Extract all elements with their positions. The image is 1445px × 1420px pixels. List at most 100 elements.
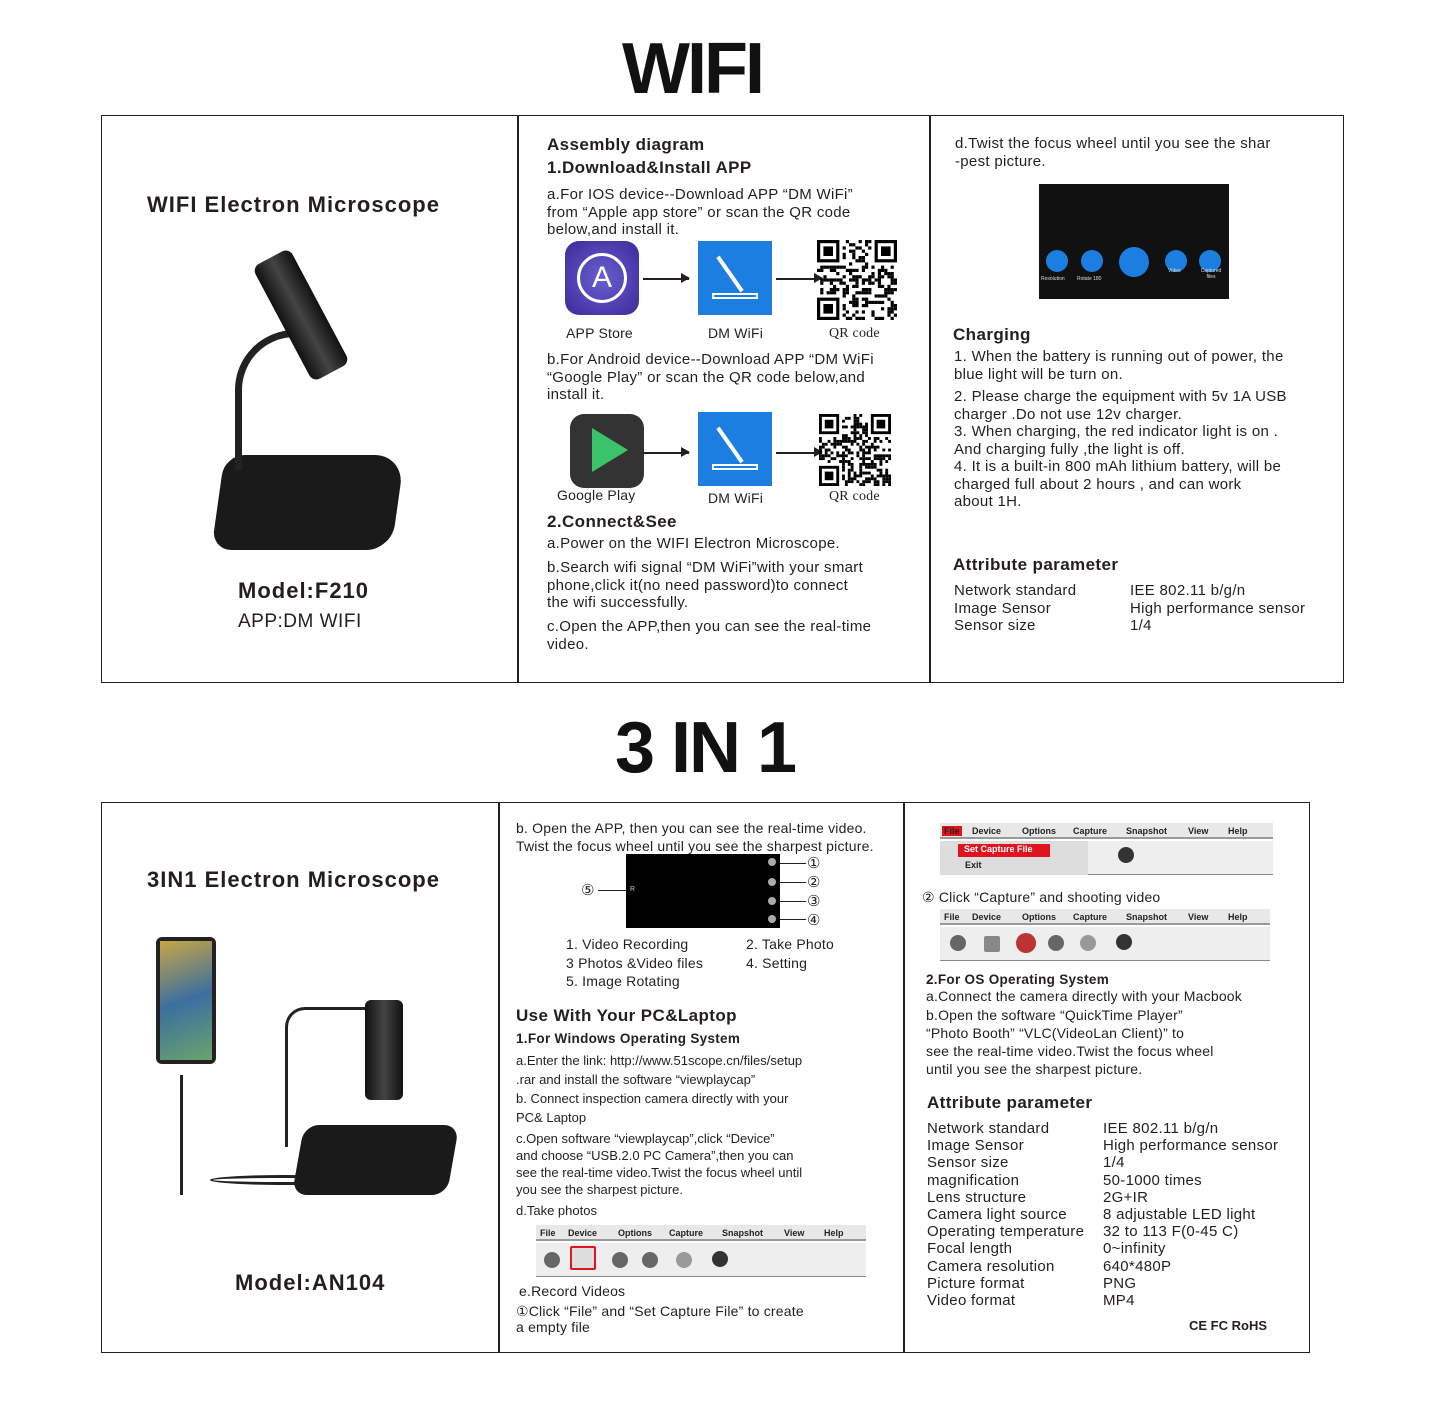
product-title: WIFI Electron Microscope [147,192,440,217]
attribute-value: High performance sensor [1130,599,1306,617]
attribute-name: Video format [927,1292,1016,1310]
menu-snapshot[interactable]: Snapshot [722,1228,764,1238]
attribute-name: magnification [927,1171,1020,1189]
attribute-name: Lens structure [927,1188,1027,1206]
menu-file[interactable]: File [942,826,962,836]
product-title: 3IN1 Electron Microscope [147,867,440,892]
google-play-icon [570,414,644,488]
attribute-name: Network standard [954,582,1077,599]
menu-capture[interactable]: Capture [1073,912,1108,922]
attribute-value: 1/4 [1130,617,1152,634]
attribute-row: Video format MP4 [927,1292,1278,1309]
microscope-image [210,240,410,560]
menu-snapshot[interactable]: Snapshot [1126,912,1168,922]
pc-heading: Use With Your PC&Laptop [516,1006,737,1025]
dm-wifi-icon [698,241,772,315]
app-screen-preview: Resolution Rotate 180 Video Captured fil… [1039,184,1229,299]
attribute-row: Image Sensor High performance sensor [954,600,1305,618]
captured-files-button: Captured files [1200,268,1222,280]
windows-step-d: d.Take photos [516,1203,597,1218]
menu-help[interactable]: Help [1228,912,1248,922]
menu-file[interactable]: File [944,912,960,922]
toolbar [940,927,1270,961]
attribute-name: Sensor size [927,1154,1009,1172]
wifi-section-title: WIFI [622,29,765,109]
app-intro: b. Open the APP, then you can see the re… [516,820,874,854]
qr-code-label: QR code [829,489,880,504]
ios-instructions: a.For IOS device--Download APP “DM WiFi”… [547,186,853,238]
attribute-row: Picture format PNG [927,1275,1278,1292]
attribute-value: 8 adjustable LED light [1103,1206,1256,1224]
menu-options[interactable]: Options [1022,826,1056,836]
menu-options[interactable]: Options [1022,912,1056,922]
os-step-b: b.Open the software “QuickTime Player” “… [926,1007,1214,1077]
divider [929,115,931,683]
download-heading: 1.Download&Install APP [547,158,752,177]
connect-step-c: c.Open the APP,then you can see the real… [547,618,872,653]
attribute-value: 0~infinity [1103,1240,1166,1258]
model-label: Model:AN104 [235,1270,386,1295]
qr-code-label: QR code [829,326,880,341]
windows-step-e1: ①Click “File” and “Set Capture File” to … [516,1303,804,1335]
menu-file[interactable]: File [540,1228,556,1238]
menu-device[interactable]: Device [972,912,1002,922]
menu-view[interactable]: View [784,1228,805,1238]
menu-bar-file-open: File Device Options Capture Snapshot View Help [940,823,1273,839]
assembly-heading: Assembly diagram [547,135,705,154]
set-capture-file-item[interactable]: Set Capture File [958,844,1050,857]
certification-marks: CE FC RoHS [1189,1318,1267,1333]
attribute-row: magnification 50-1000 times [927,1172,1278,1189]
resolution-button: Resolution [1041,276,1065,282]
windows-step-a: a.Enter the link: http://www.51scope.cn/… [516,1053,803,1087]
charging-item: 3. When charging, the red indicator ligh… [954,423,1279,458]
attribute-row: Camera resolution 640*480P [927,1258,1278,1275]
attribute-name: Image Sensor [927,1137,1024,1155]
callout-3: ③ [807,893,821,910]
attribute-value: MP4 [1103,1292,1135,1310]
dm-wifi-icon [698,412,772,486]
legend-right: 2. Take Photo 4. Setting [746,936,834,971]
file-dropdown: Set Capture File Exit [940,841,1088,875]
connect-heading: 2.Connect&See [547,512,677,531]
attribute-name: Network standard [927,1120,1050,1137]
attribute-name: Image Sensor [954,599,1051,617]
menu-capture[interactable]: Capture [669,1228,704,1238]
attribute-name: Picture format [927,1274,1025,1292]
menu-options[interactable]: Options [618,1228,652,1238]
exit-item[interactable]: Exit [965,860,982,870]
menu-view[interactable]: View [1188,826,1209,836]
menu-snapshot[interactable]: Snapshot [1126,826,1168,836]
menu-device[interactable]: Device [972,826,1002,836]
snapshot-icon [570,1246,596,1270]
windows-heading: 1.For Windows Operating System [516,1031,741,1046]
microscope-with-phone-image [150,935,460,1200]
qr-code-android [819,414,891,486]
divider [903,802,905,1353]
menu-view[interactable]: View [1188,912,1209,922]
charging-item: 4. It is a built-in 800 mAh lithium batt… [954,458,1282,510]
attribute-value: PNG [1103,1274,1137,1292]
three-in-one-frame [101,802,1310,1353]
os-step-a: a.Connect the camera directly with your … [926,988,1242,1004]
callout-1: ① [807,855,821,872]
attribute-name: Operating temperature [927,1223,1085,1241]
attribute-name: Camera light source [927,1206,1067,1224]
three-in-one-section-title: 3 IN 1 [614,708,797,788]
menu-bar: File Device Options Capture Snapshot View Help [536,1225,866,1241]
attribute-row: Camera light source 8 adjustable LED lig… [927,1206,1278,1223]
windows-step-b: b. Connect inspection camera directly wi… [516,1091,789,1125]
menu-capture[interactable]: Capture [1073,826,1108,836]
os-heading: 2.For OS Operating System [926,972,1110,987]
callout-4: ④ [807,912,821,929]
menu-help[interactable]: Help [824,1228,844,1238]
attribute-value: 32 to 113 F(0-45 C) [1103,1223,1239,1241]
app-store-icon: A [565,241,639,315]
menu-help[interactable]: Help [1228,826,1248,836]
arrow-icon [643,274,690,282]
windows-step-e: e.Record Videos [519,1283,626,1299]
android-instructions: b.For Android device--Download APP “DM W… [547,351,874,403]
video-button: Video [1168,268,1181,274]
menu-device[interactable]: Device [568,1228,598,1238]
